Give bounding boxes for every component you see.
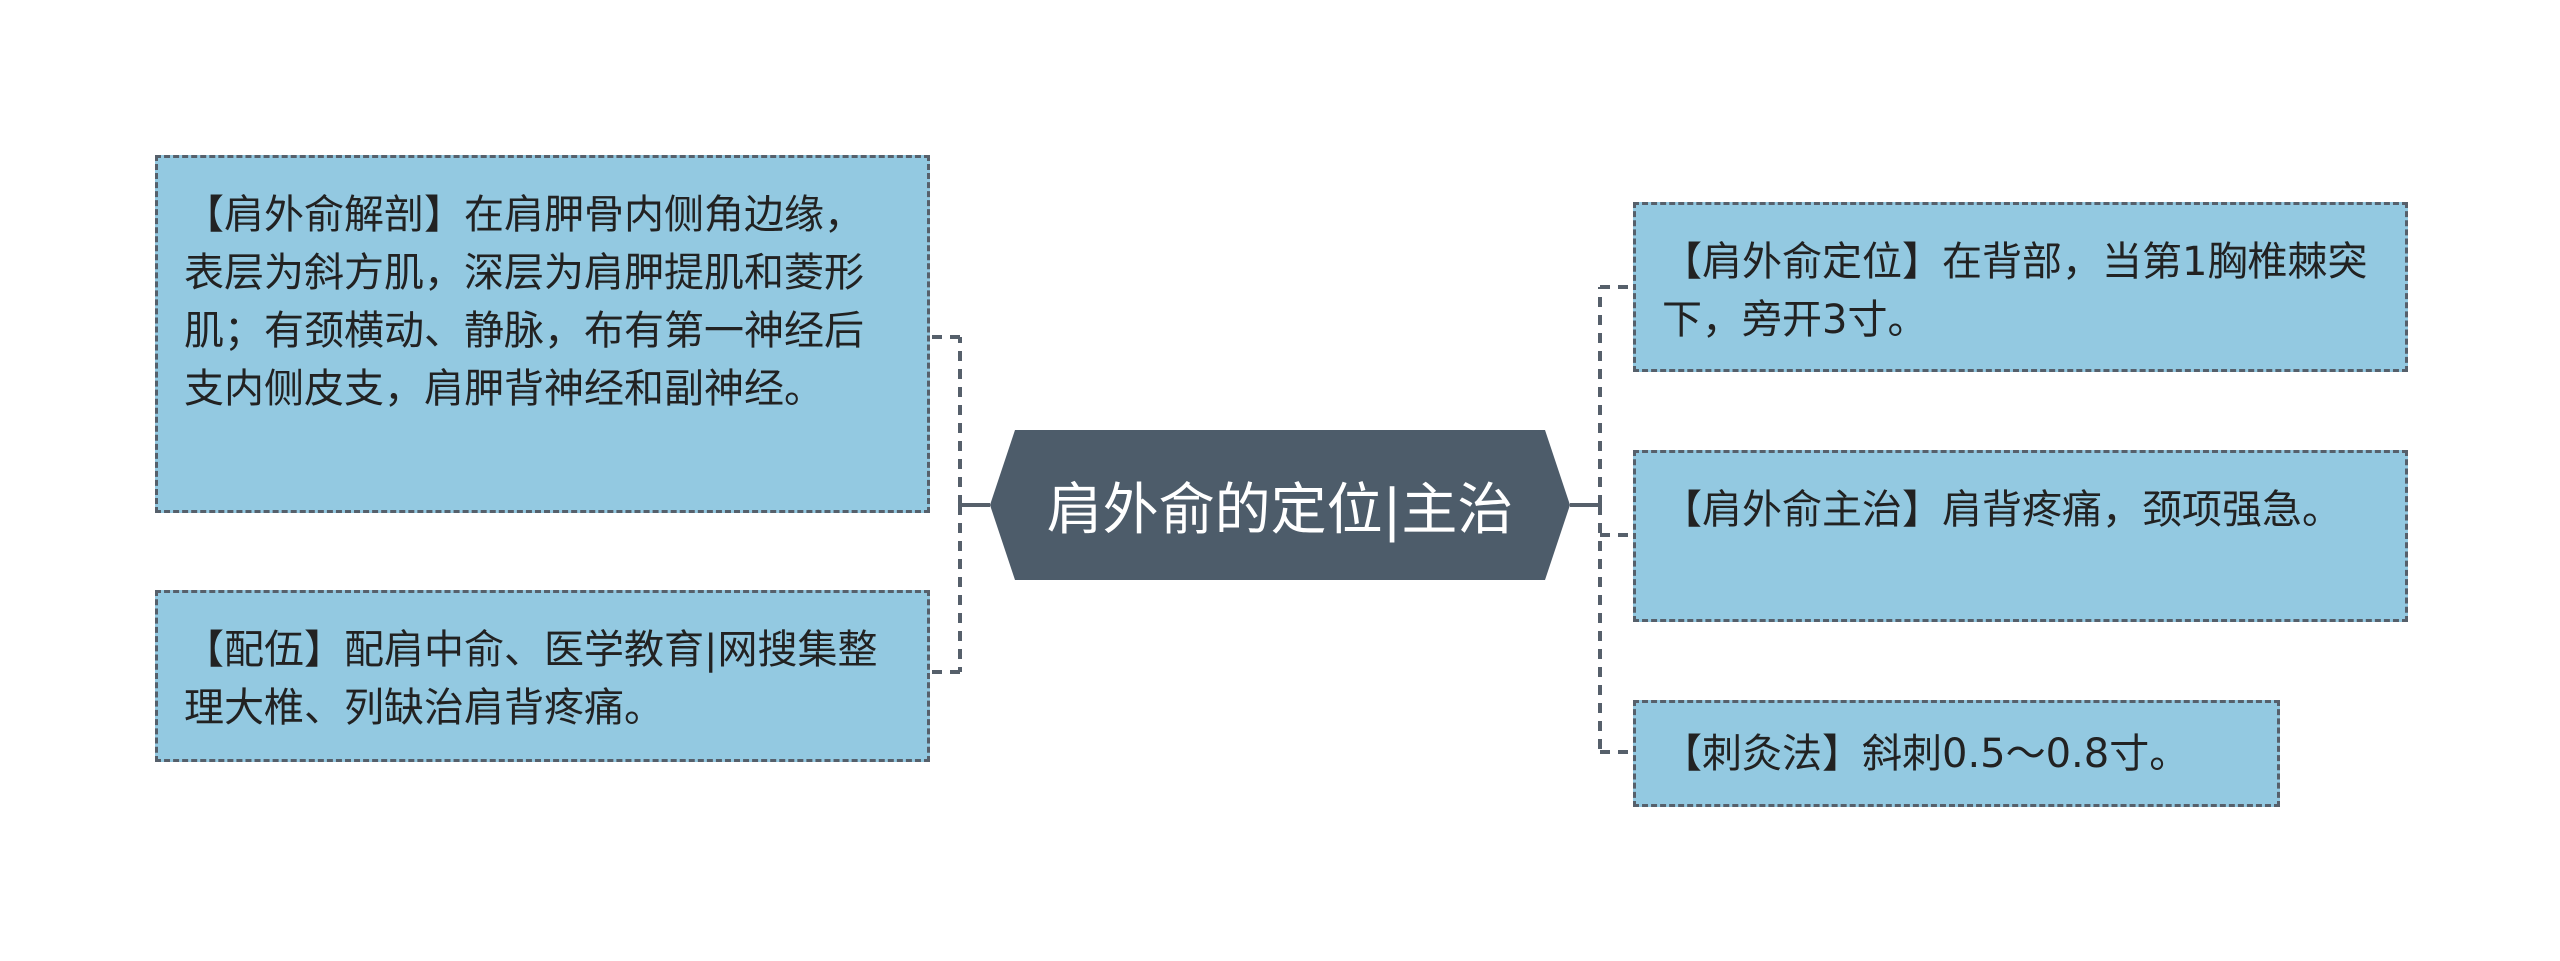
left-node-anatomy: 【肩外俞解剖】在肩胛骨内侧角边缘，表层为斜方肌，深层为肩胛提肌和菱形肌；有颈横动… <box>155 155 930 513</box>
central-topic: 肩外俞的定位|主治 <box>990 430 1570 580</box>
central-topic-label: 肩外俞的定位|主治 <box>1046 477 1514 543</box>
right-node-acupuncture-method-text: 【刺灸法】斜刺0.5～0.8寸。 <box>1662 731 2190 777</box>
right-node-location-text: 【肩外俞定位】在背部，当第1胸椎棘突下，旁开3寸。 <box>1662 239 2368 343</box>
right-node-indications: 【肩外俞主治】肩背疼痛，颈项强急。 <box>1633 450 2408 622</box>
left-node-combination-text: 【配伍】配肩中俞、医学教育|网搜集整理大椎、列缺治肩背疼痛。 <box>184 627 878 731</box>
right-node-acupuncture-method: 【刺灸法】斜刺0.5～0.8寸。 <box>1633 700 2280 807</box>
central-topic-shape <box>990 430 1570 580</box>
right-node-location: 【肩外俞定位】在背部，当第1胸椎棘突下，旁开3寸。 <box>1633 202 2408 372</box>
left-node-anatomy-text: 【肩外俞解剖】在肩胛骨内侧角边缘，表层为斜方肌，深层为肩胛提肌和菱形肌；有颈横动… <box>184 192 864 412</box>
right-node-indications-text: 【肩外俞主治】肩背疼痛，颈项强急。 <box>1662 487 2342 533</box>
left-node-combination: 【配伍】配肩中俞、医学教育|网搜集整理大椎、列缺治肩背疼痛。 <box>155 590 930 762</box>
